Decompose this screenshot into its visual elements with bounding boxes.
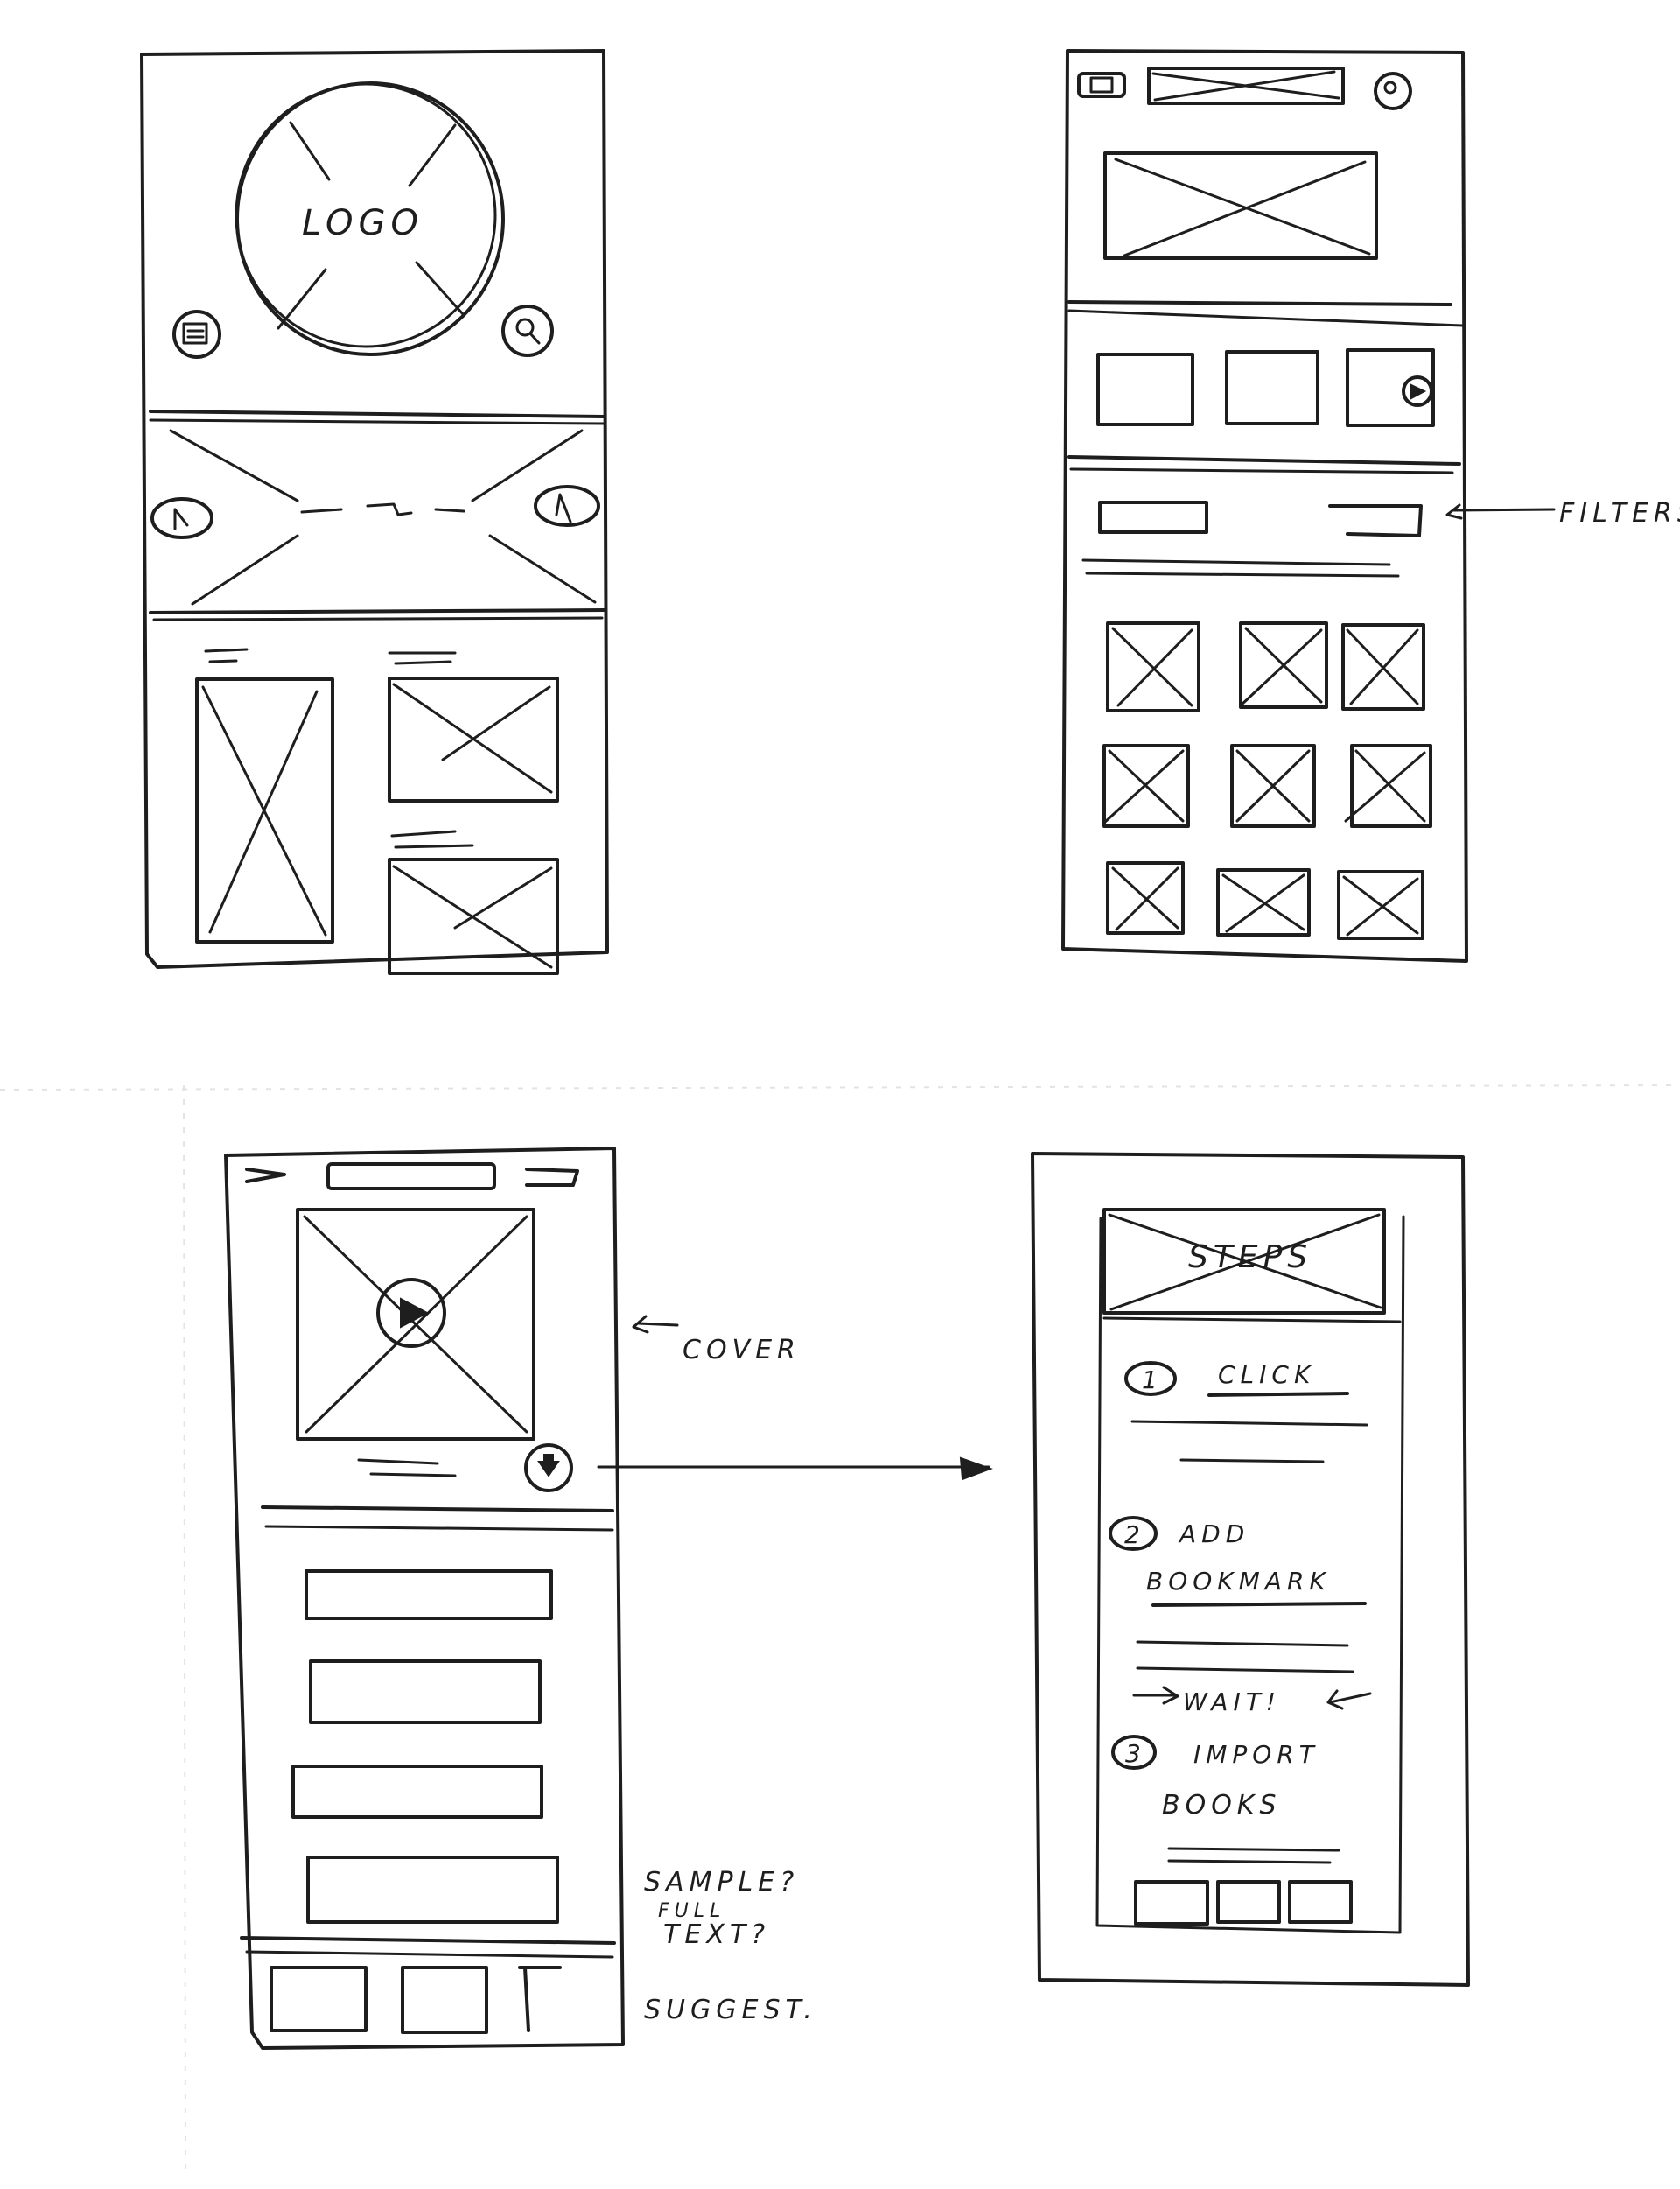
sample-note-line3: TEXT? bbox=[663, 1919, 770, 1950]
share-icon[interactable] bbox=[525, 1168, 579, 1187]
sketch-detail-screen: COVER SAMPLE? FULL TEXT? bbox=[224, 1147, 993, 2050]
step3-label-line2: BOOKS bbox=[1162, 1790, 1282, 1821]
suggestion-tile[interactable] bbox=[518, 1966, 562, 2032]
result-tile[interactable] bbox=[1230, 744, 1316, 828]
filters-note: FILTERS bbox=[1559, 498, 1680, 529]
hero-carousel[interactable] bbox=[149, 410, 606, 621]
sketch-steps-screen: STEPS 1 CLICK 2 ADD BOOKMARK WAIT! 3 bbox=[1031, 1152, 1470, 1987]
step2-number: 2 bbox=[1124, 1520, 1145, 1549]
book-cover-placeholder bbox=[296, 1208, 536, 1441]
feed-grid bbox=[195, 648, 559, 975]
chapter-item[interactable] bbox=[306, 1856, 559, 1924]
chapter-list bbox=[291, 1569, 559, 1924]
phone-frame bbox=[224, 1147, 625, 2050]
chapter-item[interactable] bbox=[291, 1765, 543, 1819]
cover-note: COVER bbox=[682, 1335, 801, 1365]
result-tile[interactable] bbox=[1344, 744, 1432, 828]
step2-label-line2: BOOKMARK bbox=[1146, 1567, 1331, 1596]
play-preview-icon[interactable] bbox=[376, 1278, 446, 1348]
bottom-button-row bbox=[1134, 1880, 1353, 1926]
filter-dropdown[interactable] bbox=[1098, 501, 1208, 534]
result-tile[interactable] bbox=[1341, 623, 1425, 711]
result-tile[interactable] bbox=[1106, 621, 1200, 712]
step3-number: 3 bbox=[1125, 1739, 1146, 1768]
result-tile[interactable] bbox=[1337, 870, 1424, 940]
category-tile[interactable] bbox=[1096, 353, 1194, 426]
logo-label: LOGO bbox=[302, 203, 424, 243]
download-icon[interactable] bbox=[524, 1443, 573, 1492]
logo-placeholder: LOGO bbox=[234, 81, 505, 356]
feed-card-wide-top[interactable] bbox=[388, 677, 559, 803]
filter-bar bbox=[1082, 501, 1423, 578]
step-1: 1 CLICK bbox=[1124, 1360, 1368, 1463]
sample-annotation: SAMPLE? FULL TEXT? bbox=[644, 1867, 799, 1950]
title-bar-placeholder bbox=[326, 1162, 496, 1190]
result-tile[interactable] bbox=[1106, 861, 1185, 935]
bottom-button[interactable] bbox=[1216, 1880, 1281, 1924]
title-bar-placeholder bbox=[1147, 67, 1345, 105]
download-to-steps-arrow bbox=[597, 1456, 993, 1481]
filter-toggle[interactable] bbox=[1328, 504, 1423, 537]
search-icon[interactable] bbox=[501, 305, 554, 357]
back-icon[interactable] bbox=[245, 1168, 286, 1183]
menu-icon[interactable] bbox=[1077, 72, 1126, 98]
sketch-browse-screen: FILTERS bbox=[1061, 49, 1680, 963]
banner-placeholder bbox=[1103, 151, 1378, 260]
phone-frame bbox=[1061, 49, 1468, 963]
chapter-item[interactable] bbox=[309, 1659, 542, 1724]
result-tile[interactable] bbox=[1102, 744, 1190, 828]
results-grid bbox=[1102, 621, 1432, 940]
feed-card-tall[interactable] bbox=[195, 677, 334, 944]
suggestion-tile[interactable] bbox=[270, 1966, 368, 2032]
suggestions-row bbox=[270, 1966, 562, 2034]
step-2: 2 ADD BOOKMARK bbox=[1109, 1516, 1367, 1673]
category-next-icon[interactable] bbox=[1402, 375, 1433, 407]
carousel-prev-icon[interactable] bbox=[150, 497, 214, 539]
feed-card-wide-bottom[interactable] bbox=[388, 858, 559, 975]
carousel-next-icon[interactable] bbox=[534, 485, 600, 527]
wait-label: WAIT! bbox=[1183, 1687, 1281, 1716]
phone-frame bbox=[1031, 1152, 1470, 1987]
step2-label-line1: ADD bbox=[1178, 1519, 1250, 1548]
sample-note-line2: FULL bbox=[658, 1900, 725, 1922]
step1-label: CLICK bbox=[1218, 1360, 1315, 1389]
category-row bbox=[1096, 348, 1435, 427]
result-tile[interactable] bbox=[1239, 621, 1328, 709]
phone-frame bbox=[140, 49, 609, 969]
step3-label-line1: IMPORT bbox=[1194, 1740, 1320, 1769]
search-icon[interactable] bbox=[1374, 72, 1412, 110]
filters-annotation: FILTERS bbox=[1446, 498, 1680, 529]
bottom-button[interactable] bbox=[1134, 1880, 1209, 1926]
wait-indicator: WAIT! bbox=[1132, 1686, 1372, 1716]
result-tile[interactable] bbox=[1216, 868, 1311, 937]
steps-header-banner: STEPS bbox=[1102, 1208, 1402, 1323]
step-3: 3 IMPORT BOOKS bbox=[1111, 1735, 1340, 1864]
cover-annotation: COVER bbox=[632, 1315, 801, 1365]
suggestion-tile[interactable] bbox=[401, 1966, 488, 2034]
suggest-note: SUGGEST. bbox=[644, 1995, 817, 2025]
sample-note-line1: SAMPLE? bbox=[644, 1867, 799, 1898]
steps-title: STEPS bbox=[1188, 1239, 1312, 1275]
bottom-button[interactable] bbox=[1288, 1880, 1353, 1924]
step1-number: 1 bbox=[1142, 1365, 1163, 1394]
paper-fold-line-vertical bbox=[183, 1084, 186, 2171]
category-tile[interactable] bbox=[1225, 350, 1320, 425]
menu-icon[interactable] bbox=[172, 310, 221, 359]
category-tile[interactable] bbox=[1346, 348, 1435, 427]
sketch-home-screen: LOGO bbox=[140, 49, 609, 975]
chapter-item[interactable] bbox=[304, 1569, 553, 1620]
paper-fold-line bbox=[0, 1084, 1680, 1091]
